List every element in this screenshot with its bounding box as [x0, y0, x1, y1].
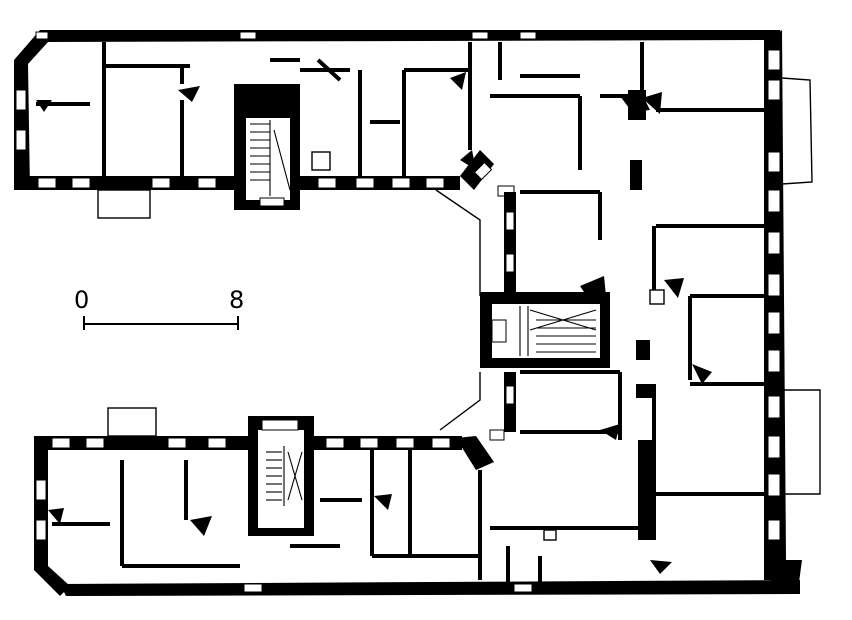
- scale-end-label: 8: [229, 286, 244, 314]
- top-wing: [14, 30, 782, 219]
- east-wing: [600, 30, 821, 590]
- bottom-south-windows: [243, 583, 533, 593]
- top-wing-windows: [37, 177, 445, 189]
- top-wing-south-wall-2: [300, 176, 460, 190]
- east-bay-bottom: [782, 389, 821, 495]
- top-wing-south-wall: [14, 176, 234, 190]
- central-stair: [491, 306, 597, 356]
- scale-start-label: 0: [74, 286, 89, 314]
- central-link: [435, 150, 622, 470]
- east-windows: [767, 49, 781, 541]
- bottom-south-wall: [60, 580, 800, 596]
- top-stair: [250, 120, 291, 207]
- top-bay: [97, 189, 151, 219]
- bottom-bay: [107, 407, 157, 437]
- bottom-wing-windows: [51, 437, 451, 449]
- bottom-stair: [261, 419, 303, 506]
- bottom-wing-north-wall-2: [312, 436, 462, 450]
- scale-bar: 0 8: [74, 286, 244, 330]
- top-wing-north-wall: [40, 30, 782, 42]
- east-bay-top: [781, 77, 813, 185]
- bottom-wing: [34, 407, 800, 596]
- top-north-windows: [35, 31, 537, 40]
- bottom-west-wall: [34, 436, 70, 596]
